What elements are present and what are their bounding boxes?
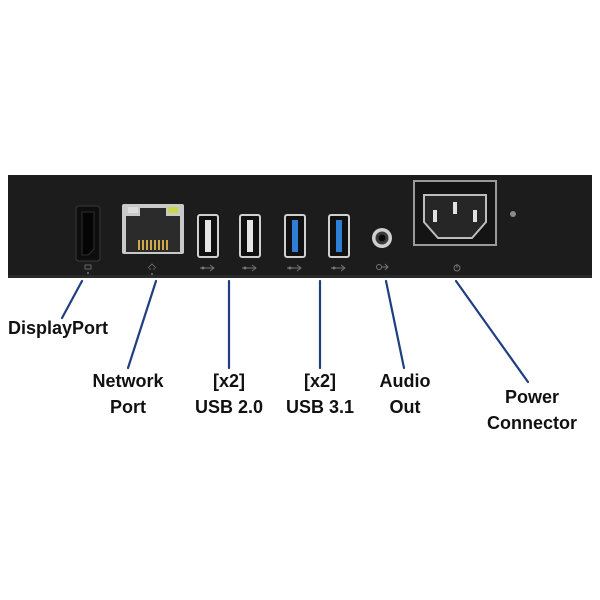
label-displayport-line1: DisplayPort [8, 318, 109, 338]
audio-out-jack [372, 228, 392, 248]
usb-icon [242, 264, 257, 272]
leader-line-network [126, 279, 158, 370]
label-network-line1: Network [92, 371, 164, 391]
label-usb2-line1: [x2] [212, 371, 245, 391]
label-usb2-line2: USB 2.0 [194, 397, 264, 417]
panel-bottom-edge [8, 275, 592, 278]
usb-ss-icon [331, 264, 346, 272]
label-power-line2: Connector [487, 413, 577, 433]
screw-hole [510, 211, 516, 217]
label-usb31: [x2] USB 3.1 [275, 368, 365, 420]
label-audio-out: Audio Out [365, 368, 445, 420]
label-power-connector: Power Connector [472, 384, 592, 436]
label-displayport: DisplayPort [8, 315, 108, 341]
label-usb31-line1: [x2] [303, 371, 336, 391]
label-audio-line2: Out [389, 397, 421, 417]
label-network-port: Network Port [78, 368, 178, 420]
label-network-line2: Port [110, 397, 146, 417]
leader-line-audio [384, 279, 406, 370]
usb-ss-icon [287, 264, 302, 272]
displayport-icon [84, 264, 92, 274]
label-power-line1: Power [504, 387, 560, 407]
power-icon [453, 264, 461, 272]
leader-line-power [454, 279, 530, 384]
audio-out-icon [376, 263, 389, 271]
ethernet-icon [147, 263, 157, 275]
usb31-port-1 [284, 214, 306, 258]
ethernet-port [122, 204, 184, 254]
label-audio-line1: Audio [379, 371, 431, 391]
usb2-port-2 [239, 214, 261, 258]
label-usb2: [x2] USB 2.0 [184, 368, 274, 420]
usb2-port-1 [197, 214, 219, 258]
leader-line-displayport [60, 279, 84, 320]
usb-icon [200, 264, 215, 272]
power-connector [413, 180, 497, 246]
label-usb31-line2: USB 3.1 [285, 397, 355, 417]
usb31-port-2 [328, 214, 350, 258]
leader-lines [60, 279, 530, 384]
displayport-port [75, 205, 101, 262]
